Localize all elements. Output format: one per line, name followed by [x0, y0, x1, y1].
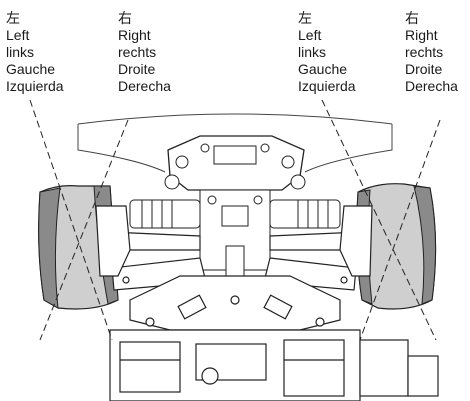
- label-right-inner-line-2: rechts: [405, 44, 444, 60]
- label-right-inner-line-3: Droite: [405, 61, 443, 77]
- label-left-outer-line-4: Izquierda: [6, 78, 64, 94]
- label-left-inner-line-4: Izquierda: [298, 78, 356, 94]
- label-left-inner-line-2: links: [298, 44, 327, 60]
- label-right-inner-line-0: 右: [405, 10, 419, 26]
- guide-outer-left: [29, 99, 113, 341]
- label-left-inner-line-0: 左: [298, 10, 312, 26]
- label-right-outer: 右 Right rechts Droite Derecha: [118, 10, 171, 95]
- label-left-outer-line-2: links: [6, 44, 35, 60]
- label-left-outer-line-0: 左: [6, 10, 20, 26]
- bulkhead: [199, 189, 271, 277]
- label-left-outer-line-3: Gauche: [6, 61, 56, 77]
- shock-tower: [164, 135, 306, 191]
- label-right-outer-line-1: Right: [118, 27, 151, 43]
- chassis-deck: [129, 275, 341, 331]
- guide-outer-right: [39, 119, 129, 341]
- label-right-inner-line-1: Right: [405, 27, 438, 43]
- label-right-inner: 右 Right rechts Droite Derecha: [405, 10, 458, 95]
- lower-chassis: [109, 329, 439, 401]
- label-right-outer-line-4: Derecha: [118, 78, 171, 94]
- label-left-outer-line-1: Left: [6, 27, 30, 43]
- guide-inner-left: [321, 99, 437, 341]
- label-left-inner: 左 Left links Gauche Izquierda: [298, 10, 356, 95]
- camber-guide-lines: [29, 99, 441, 341]
- label-left-outer: 左 Left links Gauche Izquierda: [6, 10, 64, 95]
- body-shell-outline: [77, 113, 393, 173]
- uprights: [95, 205, 373, 277]
- guide-inner-right: [359, 119, 441, 341]
- label-right-outer-line-2: rechts: [118, 44, 157, 60]
- label-right-outer-line-0: 右: [118, 10, 132, 26]
- label-left-inner-line-1: Left: [298, 27, 322, 43]
- label-right-inner-line-4: Derecha: [405, 78, 458, 94]
- label-right-outer-line-3: Droite: [118, 61, 156, 77]
- label-left-inner-line-3: Gauche: [298, 61, 348, 77]
